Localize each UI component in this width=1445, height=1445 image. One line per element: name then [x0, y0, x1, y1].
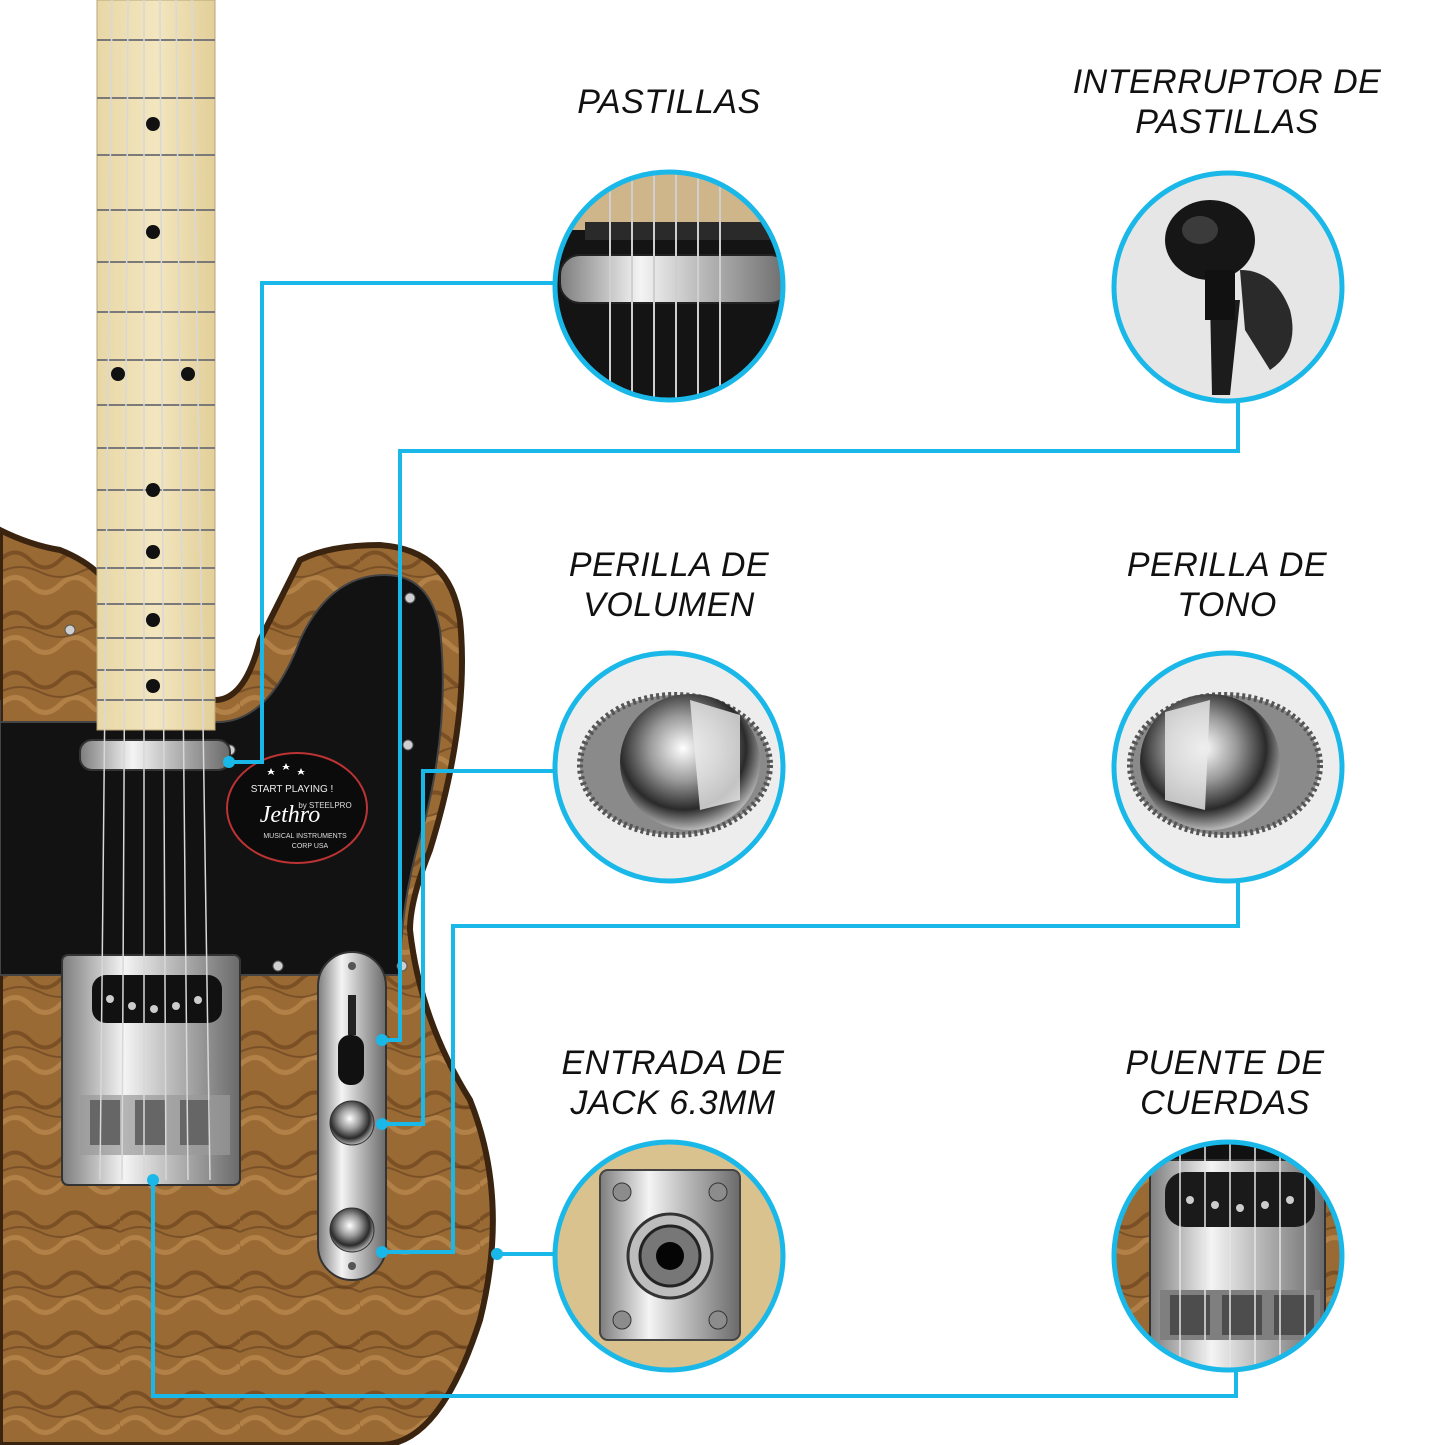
- badge-brand: Jethro: [260, 802, 320, 828]
- label-jack-line1: ENTRADA DE: [561, 1044, 785, 1082]
- closeup-volumen: [556, 654, 782, 880]
- label-interruptor: INTERRUPTOR DE PASTILLAS: [1047, 62, 1407, 142]
- label-tono: PERILLA DE TONO: [1047, 545, 1407, 625]
- ring-interruptor: [1111, 170, 1345, 404]
- connector-dot-jack: [491, 1248, 503, 1260]
- connector-volumen: [382, 769, 556, 1126]
- ring-pastillas: [552, 169, 786, 403]
- ring-volumen: [552, 650, 786, 884]
- connector-interruptor: [382, 400, 1240, 1042]
- connector-dot-tono: [376, 1246, 388, 1258]
- brand-badge: START PLAYING ! Jethro by STEELPRO MUSIC…: [226, 752, 368, 864]
- badge-sub-brand: by STEELPRO: [298, 801, 351, 810]
- label-puente: PUENTE DE CUERDAS: [1045, 1043, 1405, 1123]
- label-tono-line1: PERILLA DE: [1126, 546, 1328, 584]
- closeup-interruptor: [1115, 174, 1341, 400]
- connector-dot-puente: [147, 1174, 159, 1186]
- label-puente-line2: CUERDAS: [1140, 1084, 1310, 1122]
- control-plate: [317, 951, 387, 1281]
- closeup-jack: [556, 1143, 782, 1369]
- label-interruptor-line1: INTERRUPTOR DE: [1072, 63, 1382, 101]
- label-tono-line2: TONO: [1177, 586, 1277, 624]
- label-volumen-line2: VOLUMEN: [583, 586, 755, 624]
- pickguard: [0, 573, 444, 976]
- badge-company-line2: CORP USA: [292, 843, 329, 850]
- badge-tagline: START PLAYING !: [251, 784, 334, 795]
- label-volumen-line1: PERILLA DE: [568, 546, 770, 584]
- label-jack: ENTRADA DE JACK 6.3MM: [493, 1043, 853, 1123]
- label-volumen: PERILLA DE VOLUMEN: [489, 545, 849, 625]
- ring-jack: [552, 1139, 786, 1373]
- closeup-rings: [552, 169, 1345, 1373]
- ring-tono: [1111, 650, 1345, 884]
- label-jack-line2: JACK 6.3MM: [570, 1084, 776, 1122]
- connector-lines: [151, 281, 1240, 1398]
- connector-dot-volumen: [376, 1118, 388, 1130]
- label-puente-line1: PUENTE DE: [1125, 1044, 1325, 1082]
- bridge: [61, 954, 241, 1186]
- neck-pickup: [79, 739, 231, 771]
- connector-pastillas: [229, 281, 556, 764]
- connector-tono: [382, 880, 1240, 1254]
- label-pastillas-line1: PASTILLAS: [577, 83, 761, 121]
- label-interruptor-line2: PASTILLAS: [1135, 103, 1319, 141]
- connector-dot-pastillas: [223, 756, 235, 768]
- badge-company-line1: MUSICAL INSTRUMENTS: [263, 833, 347, 840]
- connector-dot-interruptor: [376, 1034, 388, 1046]
- label-pastillas: PASTILLAS: [489, 82, 849, 122]
- ring-puente: [1111, 1139, 1345, 1373]
- guitar-illustration: START PLAYING ! Jethro by STEELPRO MUSIC…: [0, 0, 496, 1445]
- closeup-tono: [1115, 654, 1341, 880]
- connector-puente: [151, 1180, 1238, 1398]
